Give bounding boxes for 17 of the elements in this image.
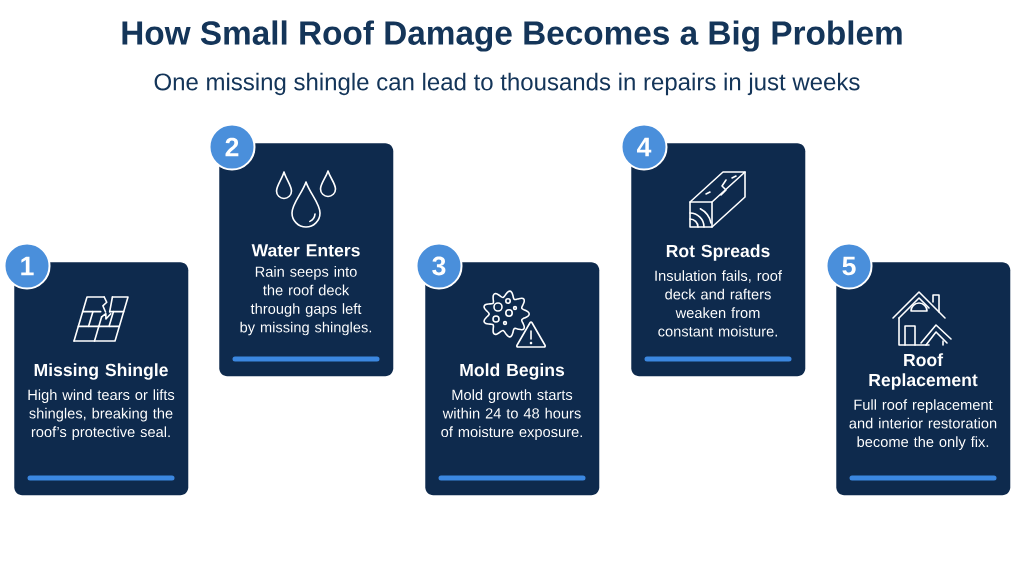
title: How Small Roof Damage Becomes a Big Problem [122, 20, 902, 52]
number-badge: 5 [825, 242, 873, 290]
step-title: Rot Spreads [666, 244, 770, 261]
step-title: Water Enters [251, 244, 360, 257]
step-description: Rain seeps into the roof deck through gaps left by missing shingles. [240, 266, 372, 336]
number-badge: 3 [415, 242, 463, 290]
step-description: Mold growth starts within 24 to 48 hours of moisture exposure. [441, 389, 582, 440]
step-title: Mold Begins [460, 363, 565, 380]
step-description: Full roof replacement and interior restoration become the only fix. [849, 399, 997, 450]
step-title: Missing Shingle [34, 363, 168, 380]
number-badge: 1 [3, 242, 51, 290]
number-badge: 4 [620, 123, 668, 171]
subtitle: One missing shingle can lead to thousands in repairs in just weeks [154, 72, 860, 96]
step-title: Roof Replacement [869, 353, 978, 390]
step-description: Insulation fails, roof deck and rafters weaken from constant moisture. [655, 270, 782, 337]
number-badge: 2 [208, 123, 256, 171]
step-description: High wind tears or lifts shingles, breaking the roof’s protective seal. [28, 389, 175, 440]
